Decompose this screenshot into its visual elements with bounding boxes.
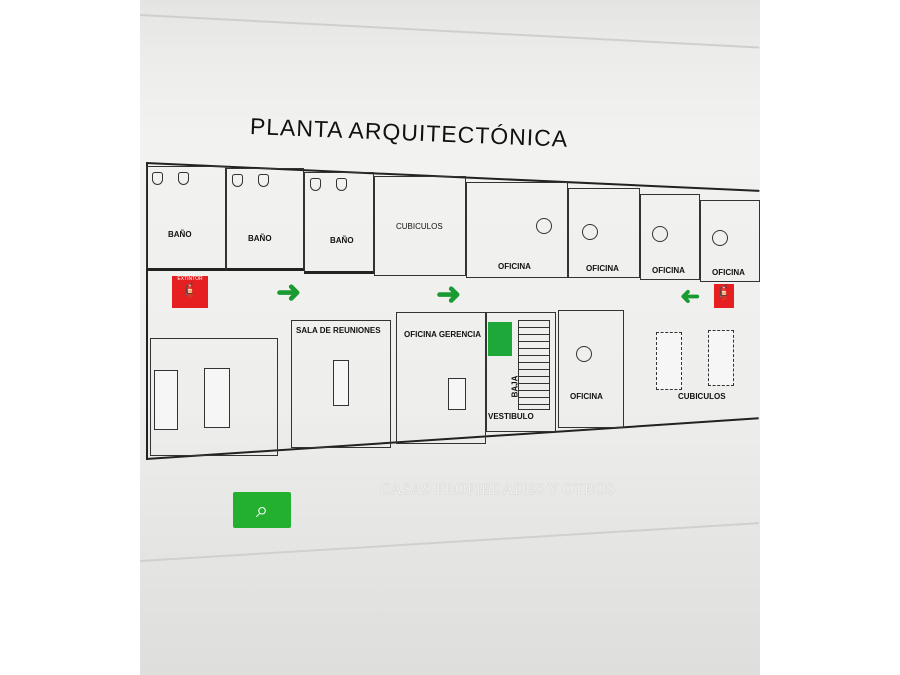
floor-plan: BAÑO BAÑO BAÑO CUBICULOS OFICINA OFICINA… [145, 160, 760, 460]
room-bano-1 [146, 166, 226, 271]
meeting-table [333, 360, 349, 406]
round-table-icon [576, 346, 592, 362]
room-vestibulo [486, 312, 556, 432]
sign-top-edge [139, 14, 760, 49]
room-oficina-4 [700, 200, 760, 282]
extintor-label: EXTINTOR [177, 276, 203, 282]
label-oficina-4: OFICINA [712, 268, 745, 277]
room-oficina-1 [466, 182, 568, 278]
fire-extinguisher-sign-right: 🧯 [714, 284, 734, 308]
label-baja: BAJA [510, 375, 520, 398]
sign-title: PLANTA ARQUITECTÓNICA [249, 113, 569, 152]
exit-arrow-right-icon: ➜ [436, 278, 462, 311]
room-oficina-2 [568, 188, 640, 278]
long-table [204, 368, 230, 428]
toilet-icon [258, 174, 269, 187]
label-oficina-1: OFICINA [498, 262, 531, 271]
cubicle-cluster [708, 330, 734, 386]
toilet-icon [310, 178, 321, 191]
room-bano-3 [304, 172, 374, 274]
fire-extinguisher-icon: 🧯 [715, 284, 733, 300]
plan-left-wall [146, 162, 148, 460]
label-bano-3: BAÑO [330, 236, 354, 245]
room-oficina-5 [558, 310, 624, 428]
round-table-icon [536, 218, 552, 234]
room-comedor [150, 338, 278, 456]
cubicle-cluster [656, 332, 682, 390]
exit-sign-green [488, 322, 512, 356]
label-sala-reuniones: SALA DE REUNIONES [296, 326, 381, 335]
label-bano-1: BAÑO [168, 230, 192, 239]
toilet-icon [152, 172, 163, 185]
label-vestibulo: VESTIBULO [488, 412, 534, 421]
label-cubiculos-bottom: CUBICULOS [678, 392, 726, 401]
emergency-light-icon: ⌕ [233, 492, 291, 528]
wall-sign-photo: PLANTA ARQUITECTÓNICA BAÑO BAÑO BAÑO CUB… [139, 0, 760, 675]
label-oficina-2: OFICINA [586, 264, 619, 273]
label-cubiculos-top: CUBICULOS [396, 222, 443, 231]
fire-extinguisher-icon: 🧯 [181, 282, 199, 298]
round-table-icon [712, 230, 728, 246]
label-oficina-gerencia: OFICINA GERENCIA [404, 330, 482, 339]
toilet-icon [178, 172, 189, 185]
exit-arrow-right-icon: ➜ [276, 276, 302, 309]
long-table [154, 370, 178, 430]
round-table-icon [652, 226, 668, 242]
room-oficina-3 [640, 194, 700, 280]
sign-bottom-edge [139, 522, 759, 562]
watermark-logo: CASAS PROPIEDADES Y OTROS [380, 481, 615, 498]
label-bano-2: BAÑO [248, 234, 272, 243]
round-table-icon [582, 224, 598, 240]
label-oficina-3: OFICINA [652, 266, 685, 275]
room-sala-reuniones [291, 320, 391, 448]
label-oficina-5: OFICINA [570, 392, 603, 401]
exit-arrow-left-icon: ➜ [680, 283, 701, 310]
watermark-text: CASAS PROPIEDADES Y OTROS [380, 481, 615, 498]
fire-extinguisher-sign-left: EXTINTOR🧯 [172, 276, 208, 308]
room-oficina-gerencia [396, 312, 486, 444]
toilet-icon [232, 174, 243, 187]
desk [448, 378, 466, 410]
room-bano-2 [226, 168, 304, 271]
stairs-icon [518, 320, 550, 410]
room-cubiculos-top [374, 176, 466, 276]
toilet-icon [336, 178, 347, 191]
